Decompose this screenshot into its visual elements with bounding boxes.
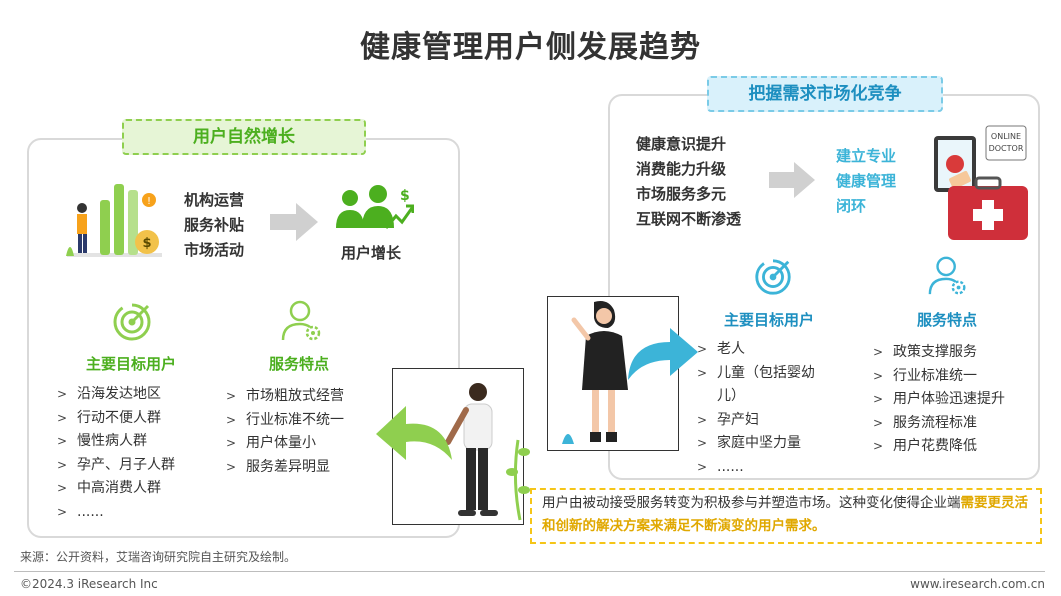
checkmark-icon: > xyxy=(57,387,68,401)
svg-text:!: ! xyxy=(147,196,151,207)
right-driver: 健康意识提升 xyxy=(636,135,727,153)
right-target-heading: 主要目标用户 xyxy=(724,311,815,329)
left-panel xyxy=(27,138,460,538)
left-feature-heading: 服务特点 xyxy=(269,355,330,373)
checkmark-icon: > xyxy=(57,504,68,519)
right-driver: 消费能力升级 xyxy=(636,160,727,178)
checkmark-icon: > xyxy=(57,434,68,448)
left-target-list: >沿海发达地区 >行动不便人群 >慢性病人群 >孕产、月子人群 >中高消费人群 … xyxy=(57,383,175,524)
footer-divider xyxy=(14,571,1045,572)
right-target-list: >老人 >儿童（包括婴幼 儿） >孕产妇 >家庭中坚力量 >...... xyxy=(697,338,815,479)
list-item: >行业标准不统一 xyxy=(226,409,344,433)
target-icon xyxy=(755,259,791,295)
curved-arrow-icon xyxy=(376,406,452,460)
arrow-right-icon xyxy=(769,162,815,198)
left-target-heading: 主要目标用户 xyxy=(86,355,177,373)
right-driver: 市场服务多元 xyxy=(636,185,727,203)
checkmark-icon: > xyxy=(873,415,884,430)
list-item: >家庭中坚力量 xyxy=(697,432,815,456)
man-illustration xyxy=(445,383,530,521)
user-gear-icon xyxy=(281,300,321,341)
list-item: >孕产妇 xyxy=(697,409,815,433)
list-item: >行业标准统一 xyxy=(873,365,1005,389)
list-item: >用户体验迅速提升 xyxy=(873,388,1005,412)
checkmark-icon: > xyxy=(697,436,708,450)
checkmark-icon: > xyxy=(226,389,237,403)
summary-note: 用户由被动接受服务转变为积极参与并塑造市场。这种变化使得企业端需要更灵活和创新的… xyxy=(530,488,1042,544)
right-panel-tag: 把握需求市场化竞争 xyxy=(707,76,943,112)
checkmark-icon: > xyxy=(57,457,68,472)
list-item: >孕产、月子人群 xyxy=(57,454,175,478)
right-driver: 互联网不断渗透 xyxy=(636,210,742,228)
man-illustration-frame xyxy=(392,368,524,525)
right-result: 建立专业 健康管理 闭环 xyxy=(836,147,897,215)
right-feature-list: >政策支撑服务 >行业标准统一 >用户体验迅速提升 >服务流程标准 >用户花费降… xyxy=(873,341,1005,459)
checkmark-icon: > xyxy=(226,436,237,450)
money-chart-icon: ! $ xyxy=(66,184,162,257)
checkmark-icon: > xyxy=(226,412,237,427)
summary-note-text: 用户由被动接受服务转变为积极参与并塑造市场。这种变化使得企业端 xyxy=(542,495,961,511)
list-item: >沿海发达地区 xyxy=(57,383,175,407)
list-item: >用户体量小 xyxy=(226,432,344,456)
list-item: >...... xyxy=(57,501,175,525)
medical-kit-icon: ONLINE DOCTOR xyxy=(934,125,1028,240)
svg-text:$: $ xyxy=(400,188,410,204)
list-item: >慢性病人群 xyxy=(57,430,175,454)
source-note: 来源：公开资料，艾瑞咨询研究院自主研究及绘制。 xyxy=(20,550,297,564)
checkmark-icon: > xyxy=(57,481,68,495)
growth-users-icon: $ xyxy=(336,185,414,229)
list-item: >服务流程标准 xyxy=(873,412,1005,436)
svg-text:$: $ xyxy=(142,236,151,251)
badge-text-online: ONLINE xyxy=(991,132,1021,141)
website-link[interactable]: www.iresearch.com.cn xyxy=(910,577,1045,591)
checkmark-icon: > xyxy=(873,392,884,406)
curved-arrow-icon xyxy=(628,328,698,380)
right-feature-heading: 服务特点 xyxy=(917,311,978,329)
list-item: >用户花费降低 xyxy=(873,435,1005,459)
list-item: >服务差异明显 xyxy=(226,456,344,480)
checkmark-icon: > xyxy=(873,439,884,453)
checkmark-icon: > xyxy=(697,412,708,427)
checkmark-icon: > xyxy=(697,365,708,380)
copyright: ©2024.3 iResearch Inc xyxy=(20,577,158,591)
left-driver: 市场活动 xyxy=(184,241,245,259)
list-item: >儿童（包括婴幼 xyxy=(697,362,815,386)
target-icon xyxy=(113,303,151,341)
arrow-right-icon xyxy=(270,203,318,241)
checkmark-icon: > xyxy=(873,345,884,359)
woman-illustration xyxy=(562,301,628,444)
list-item: 儿） xyxy=(717,388,745,404)
list-item: >中高消费人群 xyxy=(57,477,175,501)
checkmark-icon: > xyxy=(57,410,68,425)
right-drivers: 健康意识提升 消费能力升级 市场服务多元 互联网不断渗透 xyxy=(636,132,741,232)
list-item: >老人 xyxy=(697,338,815,362)
list-item: >行动不便人群 xyxy=(57,407,175,431)
checkmark-icon: > xyxy=(697,342,708,356)
checkmark-icon: > xyxy=(226,459,237,474)
summary-note-highlight: 需要更灵活和创新的解决方案来满足不断演变的用户需求。 xyxy=(542,495,1028,534)
list-item: >...... xyxy=(697,456,815,480)
checkmark-icon: > xyxy=(873,368,884,383)
left-result: 用户增长 xyxy=(341,244,402,262)
badge-text-doctor: DOCTOR xyxy=(989,144,1024,153)
left-panel-tag: 用户自然增长 xyxy=(122,119,366,155)
left-driver: 机构运营 xyxy=(184,191,245,209)
list-item: >市场粗放式经营 xyxy=(226,385,344,409)
page-title: 健康管理用户侧发展趋势 xyxy=(360,30,701,65)
left-driver: 服务补贴 xyxy=(184,216,245,234)
left-drivers: 机构运营 服务补贴 市场活动 xyxy=(184,188,244,263)
user-gear-icon xyxy=(928,256,966,295)
list-item: >政策支撑服务 xyxy=(873,341,1005,365)
checkmark-icon: > xyxy=(697,459,708,474)
left-feature-list: >市场粗放式经营 >行业标准不统一 >用户体量小 >服务差异明显 xyxy=(226,385,344,479)
